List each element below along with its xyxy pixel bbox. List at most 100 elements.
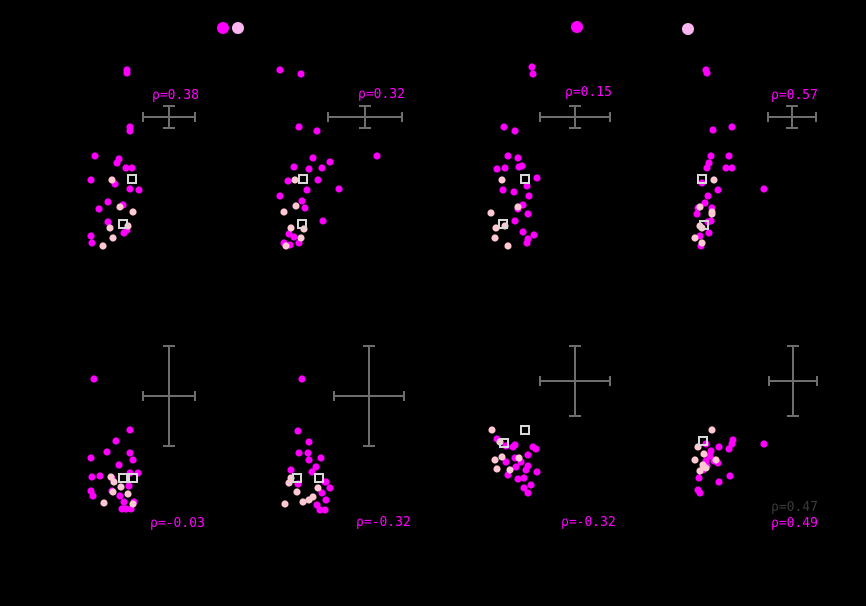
panel-r1c3: ρ=0.15 xyxy=(487,63,612,250)
data-point xyxy=(123,69,131,77)
data-point xyxy=(705,229,713,237)
data-point xyxy=(295,123,303,131)
data-point xyxy=(298,197,306,205)
data-point xyxy=(532,445,540,453)
mean-square-marker xyxy=(520,174,530,184)
data-point xyxy=(318,489,326,497)
data-point xyxy=(287,466,295,474)
data-point xyxy=(524,451,532,459)
data-point xyxy=(502,458,510,466)
data-point xyxy=(103,448,111,456)
error-cross xyxy=(539,345,611,417)
data-point xyxy=(129,500,137,508)
data-point xyxy=(128,164,136,172)
data-point xyxy=(506,466,514,474)
data-point xyxy=(707,152,715,160)
data-point xyxy=(528,63,536,71)
data-point xyxy=(708,426,716,434)
data-point xyxy=(512,463,520,471)
data-point xyxy=(487,209,495,217)
data-point xyxy=(295,449,303,457)
mean-square-marker xyxy=(297,219,307,229)
data-point xyxy=(91,152,99,160)
rho-label: ρ=-0.32 xyxy=(561,515,616,530)
data-point xyxy=(533,468,541,476)
data-point xyxy=(285,479,293,487)
mean-square-marker xyxy=(697,174,707,184)
legend-marker xyxy=(232,22,244,34)
data-point xyxy=(693,210,701,218)
data-point xyxy=(524,462,532,470)
data-point xyxy=(722,164,730,172)
data-point xyxy=(125,482,133,490)
data-point xyxy=(113,159,121,167)
data-point xyxy=(701,199,709,207)
data-point xyxy=(691,234,699,242)
data-point xyxy=(110,478,118,486)
data-point xyxy=(698,239,706,247)
panel-r2c1: ρ=-0.03 xyxy=(87,345,205,531)
data-point xyxy=(760,185,768,193)
data-point xyxy=(126,127,134,135)
data-point xyxy=(715,478,723,486)
data-point xyxy=(88,473,96,481)
data-point xyxy=(321,506,329,514)
data-point xyxy=(126,185,134,193)
data-point xyxy=(298,375,306,383)
data-point xyxy=(498,176,506,184)
data-point xyxy=(520,474,528,482)
data-point xyxy=(726,472,734,480)
mean-square-marker xyxy=(699,220,709,230)
data-point xyxy=(504,242,512,250)
data-point xyxy=(276,66,284,74)
data-point xyxy=(493,465,501,473)
data-point xyxy=(728,440,736,448)
panel-r1c2: ρ=0.32 xyxy=(276,66,405,250)
error-cross xyxy=(142,345,196,447)
data-point xyxy=(493,165,501,173)
rho-label: ρ=0.47 xyxy=(771,500,818,515)
data-point xyxy=(510,188,518,196)
data-point xyxy=(292,202,300,210)
data-point xyxy=(305,165,313,173)
data-point xyxy=(335,185,343,193)
mean-square-marker xyxy=(118,473,128,483)
data-point xyxy=(305,456,313,464)
data-point xyxy=(514,203,522,211)
data-point xyxy=(527,481,535,489)
data-point xyxy=(280,208,288,216)
mean-square-marker xyxy=(314,473,324,483)
error-cross xyxy=(768,345,818,417)
data-point xyxy=(89,492,97,500)
data-point xyxy=(760,440,768,448)
data-point xyxy=(710,176,718,184)
data-point xyxy=(294,427,302,435)
series-a-points xyxy=(87,375,142,513)
data-point xyxy=(714,186,722,194)
data-point xyxy=(514,154,522,162)
data-point xyxy=(276,192,284,200)
data-point xyxy=(109,234,117,242)
data-point xyxy=(100,499,108,507)
data-point xyxy=(700,450,708,458)
data-point xyxy=(488,426,496,434)
data-point xyxy=(703,164,711,172)
series-b-points xyxy=(100,473,137,508)
data-point xyxy=(314,176,322,184)
data-point xyxy=(715,443,723,451)
data-point xyxy=(116,492,124,500)
data-point xyxy=(112,437,120,445)
data-point xyxy=(87,232,95,240)
data-point xyxy=(116,203,124,211)
mean-square-marker xyxy=(118,219,128,229)
mean-square-marker xyxy=(499,438,509,448)
data-point xyxy=(498,453,506,461)
series-a-points xyxy=(276,66,381,249)
data-point xyxy=(373,152,381,160)
data-point xyxy=(299,498,307,506)
data-point xyxy=(523,182,531,190)
error-cross xyxy=(327,105,403,129)
data-point xyxy=(290,163,298,171)
data-point xyxy=(126,426,134,434)
data-point xyxy=(696,467,704,475)
